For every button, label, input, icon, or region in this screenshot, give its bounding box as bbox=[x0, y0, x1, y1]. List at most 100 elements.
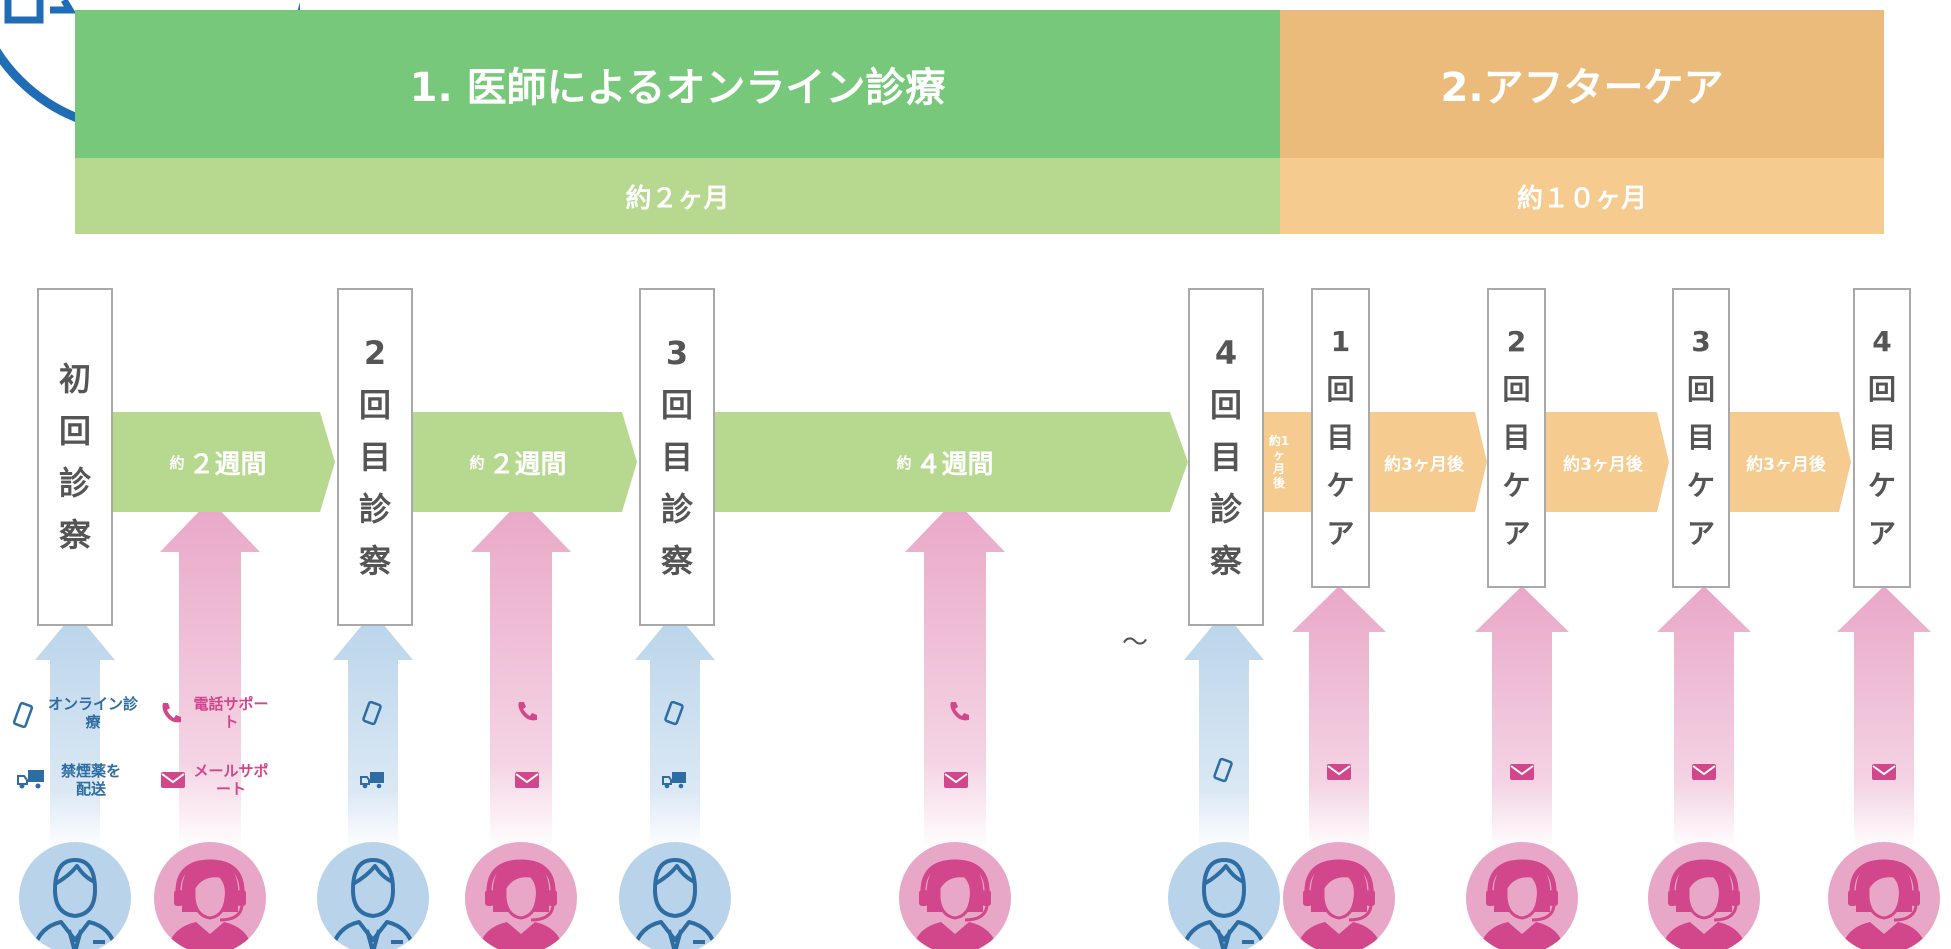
checkpoint-char: 回 bbox=[1686, 373, 1715, 406]
chevron-interval-3 bbox=[715, 412, 1188, 512]
checkpoint-char: 診 bbox=[358, 490, 391, 528]
interval-prefix: 約 bbox=[896, 453, 912, 472]
phase1-title: 1. 医師によるオンライン診療 bbox=[409, 65, 946, 111]
checkpoint-char: 目 bbox=[1502, 421, 1531, 454]
phone-icon bbox=[518, 702, 537, 721]
truck-icon bbox=[662, 772, 686, 789]
checkpoint-char: 回 bbox=[358, 386, 391, 424]
checkpoint-char: ア bbox=[1502, 517, 1531, 550]
checkpoint-char: 回 bbox=[1502, 373, 1531, 406]
support-avatar bbox=[1648, 842, 1760, 949]
checkpoint-char: 診 bbox=[1209, 490, 1242, 528]
mail-icon bbox=[161, 772, 185, 788]
checkpoint-char: ケ bbox=[1502, 469, 1531, 502]
checkpoint-char: 察 bbox=[1209, 542, 1242, 580]
checkpoint-char: 察 bbox=[58, 516, 91, 554]
interval-prefix: 約 bbox=[469, 453, 485, 472]
support-avatar bbox=[465, 842, 577, 949]
checkpoint-char: ケ bbox=[1686, 469, 1715, 502]
mail-icon bbox=[1510, 764, 1534, 780]
interval-text: 約1ヶ月後 bbox=[1268, 434, 1290, 490]
support-avatar bbox=[1828, 842, 1940, 949]
interval-label-2: 約 ２週間 bbox=[413, 412, 623, 512]
interval-text: 約3ヶ月後 bbox=[1746, 454, 1826, 475]
interval-prefix: 約 bbox=[169, 453, 185, 472]
phase2-title-band: 2.アフターケア bbox=[1280, 10, 1884, 158]
checkpoint-char: 3 bbox=[1691, 325, 1711, 358]
legend-phone-support: 電話サポート bbox=[193, 695, 269, 731]
checkpoint-char: 1 bbox=[1330, 325, 1351, 358]
checkpoint-char: 診 bbox=[660, 490, 693, 528]
checkpoint-char: 回 bbox=[660, 386, 693, 424]
interval-text: 約3ヶ月後 bbox=[1563, 454, 1643, 475]
checkpoint-char: 目 bbox=[1686, 421, 1715, 454]
checkpoint-char: ア bbox=[1326, 517, 1355, 550]
tablet-icon bbox=[362, 700, 382, 726]
checkpoint-char: ア bbox=[1867, 517, 1896, 550]
tilde-mark: ～ bbox=[1122, 628, 1149, 658]
interval-value: ４週間 bbox=[915, 449, 994, 480]
legend-online-consult: オンライン診療 bbox=[47, 695, 138, 731]
phase1-title-band: 1. 医師によるオンライン診療 bbox=[75, 10, 1280, 158]
doctor-avatar bbox=[317, 842, 429, 949]
support-avatar bbox=[154, 842, 266, 949]
doctor-avatar bbox=[619, 842, 731, 949]
checkpoint-char: 目 bbox=[1867, 421, 1896, 454]
checkpoint-char: 3 bbox=[665, 334, 689, 372]
doctor-avatar bbox=[1168, 842, 1280, 949]
chevron-interval-2 bbox=[413, 412, 637, 512]
interval-label-7: 約3ヶ月後 bbox=[1730, 412, 1842, 512]
checkpoint-box-8: 4 回目ケア bbox=[1853, 288, 1911, 588]
interval-label-1: 約 ２週間 bbox=[113, 412, 323, 512]
phone-icon bbox=[162, 703, 181, 723]
truck-icon bbox=[360, 772, 384, 789]
interval-label-4: 約1ヶ月後 bbox=[1268, 414, 1290, 510]
checkpoint-char: 回 bbox=[58, 412, 91, 450]
support-avatar bbox=[1283, 842, 1395, 949]
support-avatar bbox=[899, 842, 1011, 949]
checkpoint-char: 察 bbox=[358, 542, 391, 580]
phone-icon bbox=[950, 702, 969, 721]
chevron-interval-5 bbox=[1370, 412, 1487, 512]
checkpoint-box-5: 1 回目ケア bbox=[1311, 288, 1370, 588]
checkpoint-char: 回 bbox=[1867, 373, 1896, 406]
checkpoint-char: ケ bbox=[1326, 469, 1355, 502]
support-avatar bbox=[1466, 842, 1578, 949]
phase2-title: 2.アフターケア bbox=[1440, 65, 1724, 111]
phase1-duration: 約２ヶ月 bbox=[625, 183, 730, 214]
phase2-duration-band: 約１０ヶ月 bbox=[1280, 158, 1884, 234]
truck-icon bbox=[17, 770, 44, 789]
checkpoint-char: 2 bbox=[1506, 325, 1527, 358]
chevron-interval-1 bbox=[113, 412, 335, 512]
checkpoint-char: 目 bbox=[1326, 421, 1355, 454]
checkpoint-char: 回 bbox=[1209, 386, 1242, 424]
mail-icon bbox=[1692, 764, 1716, 780]
checkpoint-char: 目 bbox=[358, 438, 391, 476]
checkpoint-char: ケ bbox=[1867, 469, 1896, 502]
phase2-duration: 約１０ヶ月 bbox=[1516, 183, 1647, 214]
checkpoint-char: 4 bbox=[1872, 325, 1892, 358]
mail-icon bbox=[515, 772, 539, 788]
checkpoint-char: 目 bbox=[660, 438, 693, 476]
tablet-icon bbox=[664, 700, 684, 726]
mail-icon bbox=[1872, 764, 1896, 780]
checkpoint-char: 2 bbox=[363, 334, 387, 372]
checkpoint-char: 回 bbox=[1326, 373, 1355, 406]
doctor-avatar bbox=[19, 842, 131, 949]
phase1-duration-band: 約２ヶ月 bbox=[75, 158, 1280, 234]
mail-icon bbox=[1327, 764, 1351, 780]
checkpoint-box-1: 初回診察 bbox=[37, 288, 113, 626]
tablet-icon bbox=[1213, 757, 1233, 783]
interval-value: ２週間 bbox=[188, 449, 267, 480]
tablet-icon bbox=[12, 702, 34, 728]
checkpoint-char: 目 bbox=[1209, 438, 1242, 476]
chevron-interval-4 bbox=[1264, 412, 1322, 512]
chevron-interval-7 bbox=[1730, 412, 1851, 512]
checkpoint-char: 初 bbox=[58, 360, 91, 398]
